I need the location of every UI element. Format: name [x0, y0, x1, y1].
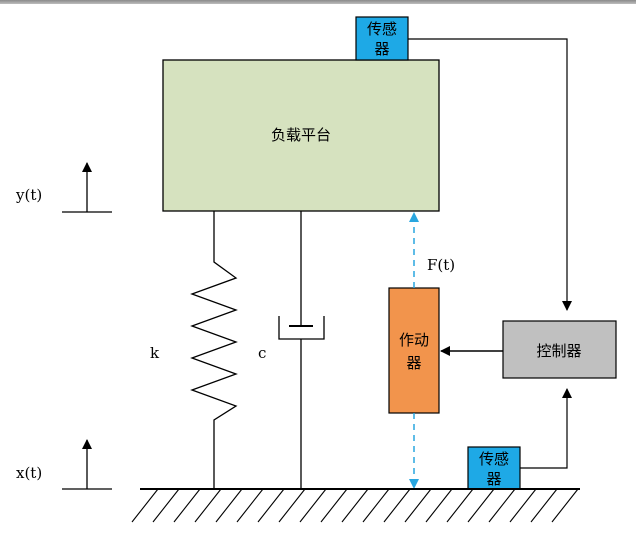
ground-hatch [467, 488, 495, 523]
damper-label: c [258, 344, 266, 362]
y-displacement-indicator: y(t) [15, 162, 112, 213]
window-top-edge [0, 0, 636, 4]
spring-label: k [150, 344, 160, 362]
load-platform: 负载平台 [162, 59, 440, 212]
actuator: 作动 器 [388, 287, 440, 414]
force-label: F(t) [427, 256, 455, 274]
controller: 控制器 [502, 320, 617, 379]
spring [190, 211, 238, 489]
sensor-bottom-label-line1: 传感 [479, 450, 509, 468]
ground-hatch [446, 488, 474, 523]
ground-hatch [131, 488, 159, 523]
sensor-top-label-line1: 传感 [367, 20, 397, 38]
sensor-top: 传感 器 [355, 16, 409, 61]
damper [278, 211, 325, 489]
controller-label: 控制器 [536, 342, 581, 360]
feedback-line-top [408, 38, 572, 311]
ground-hatch [509, 488, 537, 523]
x-label: x(t) [16, 464, 42, 482]
ground-hatch [530, 488, 558, 523]
feedback-line-bottom [520, 388, 572, 469]
sensor-top-label-line2: 器 [374, 40, 389, 58]
platform-label: 负载平台 [271, 126, 331, 144]
ground [131, 488, 580, 523]
ground-hatch [320, 488, 348, 523]
ground-hatch [404, 488, 432, 523]
ground-hatch [257, 488, 285, 523]
ground-hatch [173, 488, 201, 523]
ground-hatch [383, 488, 411, 523]
ground-hatch [278, 488, 306, 523]
sensor-bottom-label-line2: 器 [486, 470, 501, 488]
ground-hatch [215, 488, 243, 523]
y-label: y(t) [15, 186, 42, 204]
sensor-bottom: 传感 器 [467, 446, 521, 490]
ground-hatch [236, 488, 264, 523]
ground-hatch [194, 488, 222, 523]
ground-hatch [362, 488, 390, 523]
x-displacement-indicator: x(t) [16, 439, 112, 490]
ground-hatch [152, 488, 180, 523]
ground-hatch [299, 488, 327, 523]
ground-hatch [488, 488, 516, 523]
actuator-label-line1: 作动 [399, 331, 429, 349]
actuator-label-line2: 器 [406, 354, 421, 372]
ground-hatch [551, 488, 579, 523]
ground-hatch [341, 488, 369, 523]
ground-hatch [425, 488, 453, 523]
